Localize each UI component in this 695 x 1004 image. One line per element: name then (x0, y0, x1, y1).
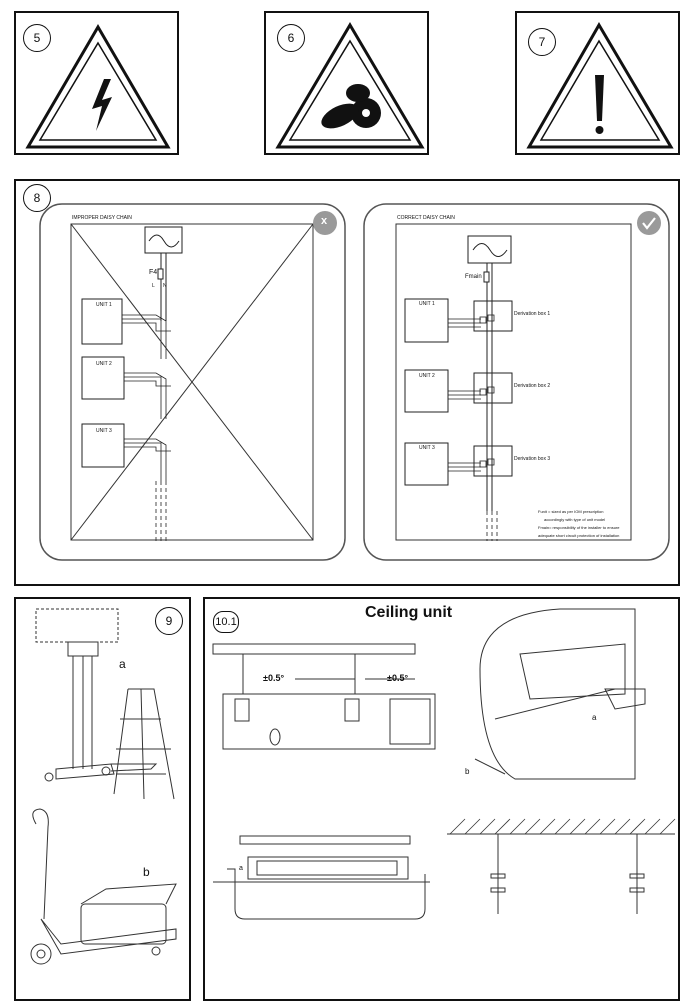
panel-8: 8 (14, 179, 680, 586)
correct-unit-1: UNIT 1 (419, 301, 435, 307)
improper-unit-2: UNIT 2 (96, 361, 112, 367)
wire-label-l: L (152, 283, 155, 289)
dimension-label-a-small: a (239, 865, 243, 872)
panel-number-6: 6 (277, 24, 305, 52)
note-line-4: adequate short circuit protection of ins… (538, 533, 620, 538)
exclamation-warning-icon (526, 22, 674, 149)
correct-unit-3: UNIT 3 (419, 445, 435, 451)
ceiling-unit-title: Ceiling unit (365, 604, 453, 621)
check-icon (642, 217, 656, 230)
panel-number-9: 9 (155, 607, 183, 635)
note-line-3: Fmain= responsibility of the installer t… (538, 525, 620, 530)
correct-unit-2: UNIT 2 (419, 373, 435, 379)
correct-fuse-label: Fmain (465, 274, 482, 280)
improper-unit-3: UNIT 3 (96, 428, 112, 434)
rotating-fan-icon (275, 22, 425, 149)
improper-unit-1: UNIT 1 (96, 302, 112, 308)
derivation-box-3: Derivation box 3 (514, 456, 551, 462)
panel-number-8: 8 (23, 184, 51, 212)
dimension-label-a: a (592, 713, 597, 722)
derivation-box-2: Derivation box 2 (514, 383, 551, 389)
dimension-label-b: b (465, 767, 470, 776)
handling-equipment-illustration (30, 608, 177, 965)
tolerance-right: ±0.5° (387, 673, 409, 683)
equipment-label-b: b (143, 865, 150, 879)
panel-10-1: 10.1 Ceiling unit (203, 597, 680, 1001)
wire-label-n: N (163, 283, 167, 289)
wiring-diagram (39, 203, 670, 561)
improper-fuse-label: F4 (149, 269, 158, 276)
panel-number-10-1: 10.1 (213, 611, 239, 633)
electric-shock-icon (25, 24, 171, 149)
improper-chain-title: IMPROPER DAISY CHAIN (72, 215, 132, 221)
equipment-label-a: a (119, 657, 126, 671)
panel-number-5: 5 (23, 24, 51, 52)
panel-number-7: 7 (528, 28, 556, 56)
note-line-1: Funit = sized as per IOM prescription (538, 509, 604, 514)
panel-6: 6 (264, 11, 429, 155)
ceiling-unit-diagram (212, 608, 676, 920)
improper-badge-x: x (321, 215, 328, 227)
panel-9: 9 a b (14, 597, 191, 1001)
tolerance-left: ±0.5° (263, 673, 285, 683)
note-line-2: accordingly with type of unit model (544, 517, 606, 522)
derivation-box-1: Derivation box 1 (514, 311, 551, 317)
panel-7: 7 (515, 11, 680, 155)
panel-5: 5 (14, 11, 179, 155)
correct-chain-title: CORRECT DAISY CHAIN (397, 215, 455, 221)
